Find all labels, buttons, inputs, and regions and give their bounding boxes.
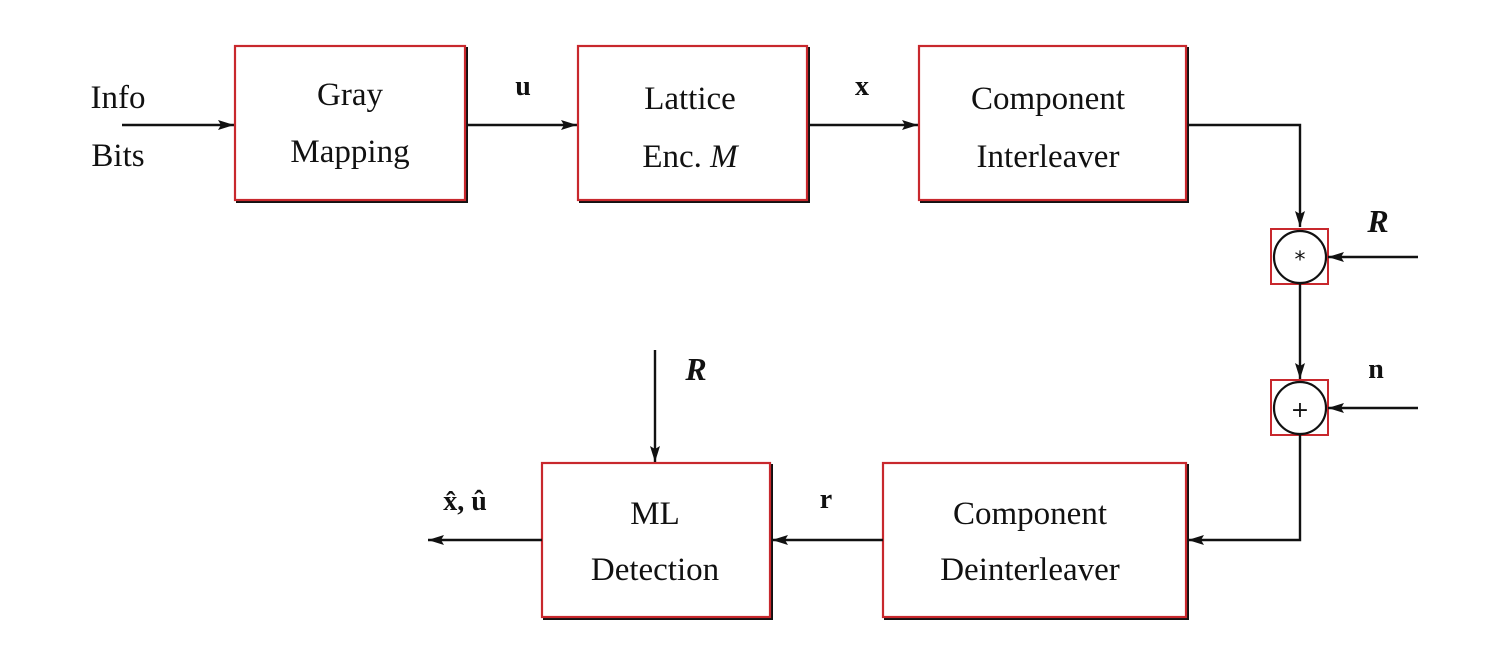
output-estimate-label: x̂, û bbox=[443, 486, 487, 517]
lattice-encoder-block: Lattice Enc. M bbox=[576, 44, 810, 203]
input-label-line1: Info bbox=[91, 80, 146, 116]
add-operator: + bbox=[1291, 398, 1309, 423]
add-node: + bbox=[1270, 379, 1329, 436]
component-interleaver-block: Component Interleaver bbox=[917, 44, 1189, 203]
component-deinterleaver-block: Component Deinterleaver bbox=[881, 461, 1189, 620]
signal-u-label: u bbox=[515, 71, 531, 102]
multiply-node: * bbox=[1270, 228, 1329, 285]
input-info-bits-label: Info Bits bbox=[91, 80, 146, 174]
interleaver-to-multiplier-wire bbox=[1188, 123, 1305, 227]
component-deinterleaver-line1: Component bbox=[953, 496, 1107, 532]
component-interleaver-line2: Interleaver bbox=[977, 139, 1120, 175]
lattice-encoder-line2: Enc. M bbox=[642, 139, 739, 175]
ml-detection-line1: ML bbox=[630, 496, 680, 532]
input-label-line2: Bits bbox=[91, 138, 144, 174]
ml-detection-block: ML Detection bbox=[540, 461, 773, 620]
gray-mapping-line1: Gray bbox=[317, 77, 383, 113]
signal-n-label: n bbox=[1368, 354, 1384, 385]
gray-mapping-line2: Mapping bbox=[290, 134, 409, 170]
component-interleaver-line1: Component bbox=[971, 81, 1125, 117]
gray-mapping-block: Gray Mapping bbox=[233, 44, 468, 203]
signal-r-label: r bbox=[820, 484, 832, 515]
multiply-operator: * bbox=[1295, 248, 1306, 273]
lattice-encoder-line1: Lattice bbox=[644, 81, 736, 117]
adder-to-deinterleaver-wire bbox=[1188, 435, 1302, 545]
component-deinterleaver-line2: Deinterleaver bbox=[940, 552, 1120, 588]
signal-R-bottom-label: R bbox=[684, 351, 706, 387]
signal-x-label: x bbox=[855, 71, 869, 102]
signal-R-top-label: R bbox=[1366, 203, 1388, 239]
ml-detection-line2: Detection bbox=[591, 552, 719, 588]
